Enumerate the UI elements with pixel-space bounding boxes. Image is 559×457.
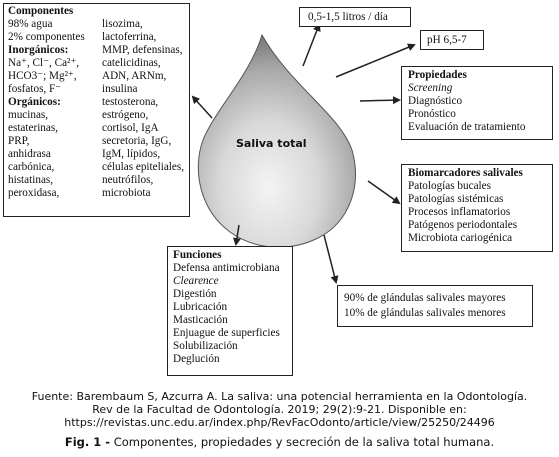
component-water: 98% agua <box>8 18 53 30</box>
figure-caption-text: Componentes, propiedades y secreción de … <box>110 435 495 449</box>
component-right-line: cortisol, IgA <box>102 122 159 134</box>
component-right-line: lisozima, <box>102 18 143 30</box>
component-right-line: lactoferrina, <box>102 31 157 43</box>
volume-text: 0,5-1,5 litros / día <box>308 11 388 23</box>
inorganicos-line: fosfatos, F⁻ <box>8 83 62 95</box>
inorganicos-line: Na⁺, Cl⁻, Ca²⁺, <box>8 57 80 69</box>
funciones-title: Funciones <box>173 249 222 261</box>
biomarcadores-item: Procesos inflamatorios <box>408 206 511 218</box>
glandulas-line: 10% de glándulas salivales menores <box>344 307 506 319</box>
source-line: Rev de la Facultad de Odontología. 2019;… <box>92 403 467 416</box>
arrow-to-ph <box>335 43 416 78</box>
biomarcadores-item: Patógenos periodontales <box>408 219 518 231</box>
biomarcadores-item: Microbiota cariogénica <box>408 232 513 244</box>
figure-label: Fig. 1 - <box>64 435 111 449</box>
funciones-item: Masticación <box>173 314 228 326</box>
funciones-item: Deglución <box>173 353 220 365</box>
component-right-line: neutrófilos, <box>102 174 154 186</box>
arrow-to-biomarcadores <box>367 180 401 205</box>
source-url: https://revistas.unc.edu.ar/index.php/Re… <box>64 416 495 429</box>
component-right-line: MMP, defensinas, <box>102 44 183 56</box>
component-right-line: testosterona, <box>102 96 159 108</box>
component-right-line: insulina <box>102 83 138 95</box>
organicos-line: histatinas, <box>8 174 54 186</box>
component-right-line: secretoria, IgG, <box>102 135 172 147</box>
funciones-item: Lubricación <box>173 301 228 313</box>
component-right-line: células epiteliales, <box>102 161 185 173</box>
arrow-to-components <box>191 95 213 119</box>
inorganicos-line: HCO3⁻; Mg²⁺, <box>8 70 77 82</box>
organicos-line: mucinas, <box>8 109 49 121</box>
propiedades-box <box>401 66 553 140</box>
components-box <box>3 3 190 217</box>
biomarcadores-box <box>401 164 553 252</box>
biomarcadores-title: Biomarcadores salivales <box>408 167 523 179</box>
component-right-line: ADN, ARNm, <box>102 70 167 82</box>
components-title: Componentes <box>8 5 74 17</box>
funciones-item: Digestión <box>173 288 217 300</box>
biomarcadores-item: Patologías bucales <box>408 180 491 192</box>
arrow-to-funciones <box>232 224 241 246</box>
inorganicos-title: Inorgánicos: <box>8 44 69 56</box>
biomarcadores-item: Patologías sistémicas <box>408 193 504 205</box>
component-right-line: estrógeno, <box>102 109 149 121</box>
source-line: Fuente: Barembaum S, Azcurra A. La saliv… <box>31 390 528 403</box>
center-label: Saliva total <box>236 137 307 150</box>
propiedades-item: Diagnóstico <box>408 95 463 107</box>
component-others: 2% componentes <box>8 31 85 43</box>
funciones-item: Clearence <box>173 275 219 287</box>
organicos-line: peroxidasa, <box>8 187 60 199</box>
propiedades-item: Screening <box>408 82 453 94</box>
organicos-line: estaterinas, <box>8 122 59 134</box>
ph-text: pH 6,5-7 <box>427 34 467 46</box>
funciones-item: Enjuague de superficies <box>173 327 280 339</box>
component-right-line: catelicidinas, <box>102 57 161 69</box>
arrow-to-volume <box>302 23 321 67</box>
component-right-line: microbiota <box>102 187 151 199</box>
organicos-line: PRP, <box>8 135 30 147</box>
arrow-to-glandulas <box>323 234 339 284</box>
funciones-item: Defensa antimicrobiana <box>173 262 280 274</box>
funciones-item: Solubilización <box>173 340 238 352</box>
funciones-box <box>167 246 293 376</box>
organicos-line: anhidrasa <box>8 148 51 160</box>
glandulas-box <box>337 285 533 327</box>
propiedades-item: Pronóstico <box>408 108 456 120</box>
propiedades-title: Propiedades <box>408 69 467 81</box>
figure-caption: Fig. 1 - Componentes, propiedades y secr… <box>0 435 559 450</box>
organicos-title: Orgánicos: <box>8 96 61 108</box>
organicos-line: carbónica, <box>8 161 55 173</box>
glandulas-line: 90% de glándulas salivales mayores <box>344 292 506 304</box>
propiedades-item: Evaluación de tratamiento <box>408 121 526 133</box>
ph-box <box>420 30 484 50</box>
component-right-line: IgM, lípidos, <box>102 148 161 160</box>
arrow-to-propiedades <box>359 96 401 105</box>
volume-box <box>299 7 411 27</box>
